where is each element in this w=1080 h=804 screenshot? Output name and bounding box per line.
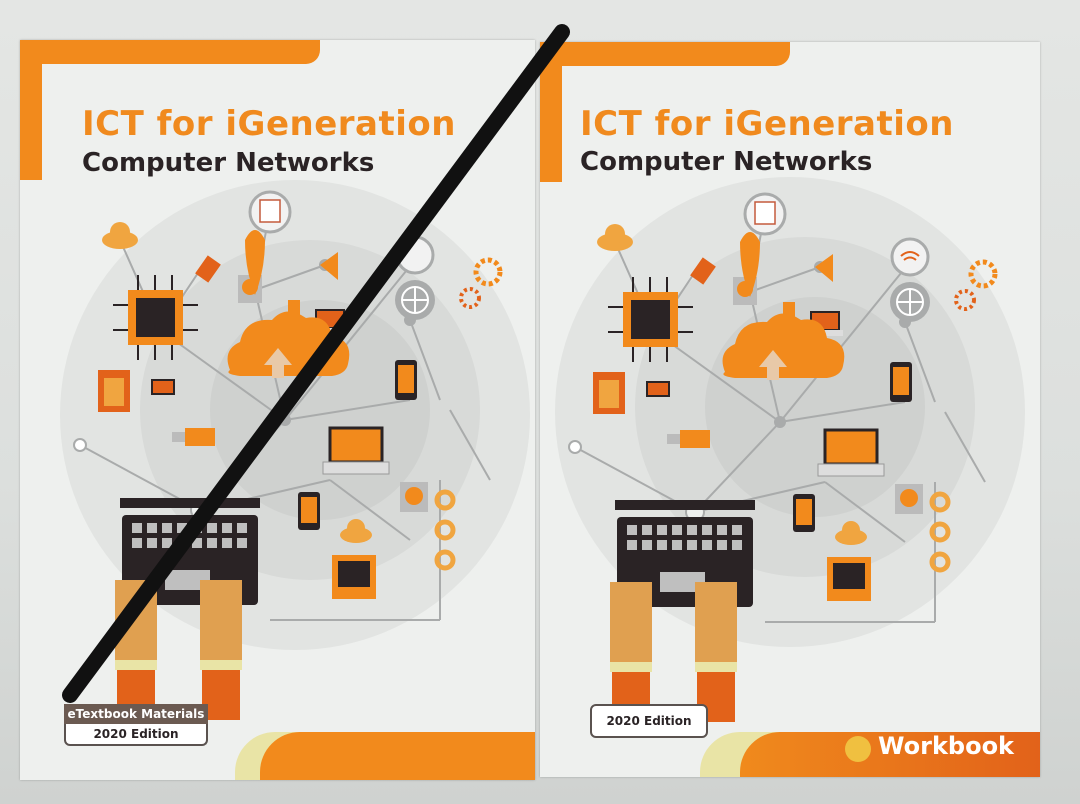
ring-chain-icon — [434, 489, 456, 571]
etextbook-label: eTextbook Materials — [64, 704, 208, 724]
wifi-icon — [395, 235, 435, 275]
sd-card-icon — [98, 370, 130, 412]
laptop-icon-small — [151, 379, 175, 395]
hard-drive-icon-2 — [895, 484, 923, 514]
cover-bottom-band — [260, 732, 535, 780]
wifi-icon — [890, 237, 930, 277]
smartphone-icon — [395, 360, 417, 400]
smartphone-icon — [890, 362, 912, 402]
cover-side-band — [20, 40, 42, 180]
book-cover-workbook: ICT for iGeneration Computer Networks — [540, 42, 1040, 777]
cloud-icon-2 — [340, 519, 372, 543]
hands-icon — [610, 582, 737, 722]
globe-icon — [395, 280, 435, 320]
workbook-badge: Workbook — [878, 732, 1015, 760]
photo-icon — [332, 555, 376, 599]
book-cover-etextbook: ICT for iGeneration Computer Networks — [20, 40, 535, 780]
gear-icon — [459, 257, 503, 309]
network-illustration — [568, 192, 998, 722]
usb-plug-icon — [690, 257, 716, 285]
sd-card-icon — [593, 372, 625, 414]
edition-badge: 2020 Edition — [64, 724, 208, 746]
usb-drive-icon — [667, 430, 710, 448]
cpu-chip-icon — [608, 277, 693, 362]
edition-badge: 2020 Edition — [590, 704, 708, 738]
cover-top-band — [540, 42, 806, 66]
book-title: ICT for iGeneration — [82, 104, 456, 144]
cloud-upload-icon — [722, 232, 845, 380]
cloud-icon — [102, 222, 138, 249]
hard-drive-icon-2 — [400, 482, 428, 512]
book-subtitle: Computer Networks — [82, 148, 375, 178]
usb-plug-icon — [195, 255, 221, 283]
cover-bottom-band — [740, 732, 1040, 777]
pencil-icon — [845, 736, 871, 762]
cloud-icon — [597, 224, 633, 251]
document-icon — [248, 190, 292, 234]
smartphone-icon-2 — [793, 494, 815, 532]
speaker-icon — [320, 252, 338, 280]
laptop-icon-large — [322, 426, 390, 475]
globe-icon — [890, 282, 930, 322]
cloud-icon-2 — [835, 521, 867, 545]
network-illustration — [73, 190, 503, 720]
smartphone-icon-2 — [298, 492, 320, 530]
laptop-icon-small — [646, 381, 670, 397]
speaker-icon — [815, 254, 833, 282]
cover-top-band — [20, 40, 336, 64]
gear-icon — [954, 259, 998, 311]
ring-chain-icon — [929, 491, 951, 573]
book-subtitle: Computer Networks — [580, 147, 873, 177]
document-icon — [743, 192, 787, 236]
book-title: ICT for iGeneration — [580, 104, 954, 144]
laptop-icon-large — [817, 428, 885, 477]
usb-drive-icon — [172, 428, 215, 446]
photo-icon — [827, 557, 871, 601]
